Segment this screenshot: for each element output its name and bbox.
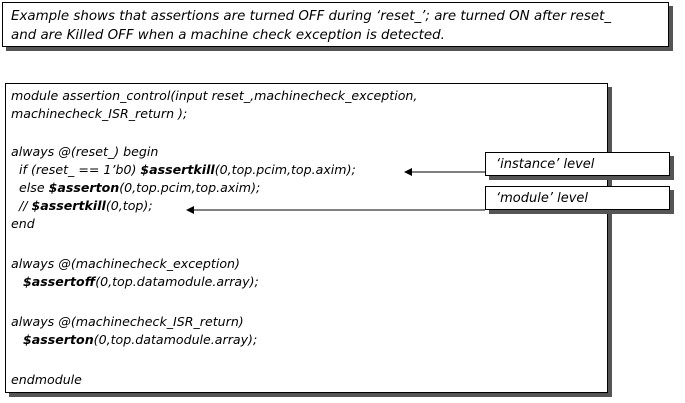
code-text [11, 274, 23, 289]
code-line: always @(reset_) begin [11, 144, 158, 160]
code-text: (0,top.datamodule.array); [93, 332, 258, 347]
code-system-task: $asserton [48, 180, 120, 195]
caption-box: Example shows that assertions are turned… [2, 2, 669, 47]
code-line: always @(machinecheck_exception) [11, 256, 240, 272]
code-system-task: $assertkill [140, 162, 215, 177]
code-text: always @(machinecheck_ISR_return) [11, 314, 244, 329]
instance-level-label: ‘instance’ level [485, 152, 670, 176]
code-line: if (reset_ == 1’b0) $assertkill(0,top.pc… [11, 162, 356, 178]
code-line: $asserton(0,top.datamodule.array); [11, 332, 257, 348]
code-line: else $asserton(0,top.pcim,top.axim); [11, 180, 260, 196]
code-text: // [11, 198, 32, 213]
code-line: always @(machinecheck_ISR_return) [11, 314, 244, 330]
code-text: if (reset_ == 1’b0) [11, 162, 141, 177]
code-text: endmodule [11, 372, 82, 387]
code-line: machinecheck_ISR_return ); [11, 106, 187, 122]
code-text: end [11, 216, 35, 231]
code-text: else [11, 180, 49, 195]
code-box: module assertion_control(input reset_,ma… [5, 83, 608, 393]
code-line: // $assertkill(0,top); [11, 198, 153, 214]
code-text: always @(machinecheck_exception) [11, 256, 240, 271]
code-text: (0,top.pcim,top.axim); [214, 162, 356, 177]
code-text: module assertion_control(input reset_,ma… [11, 88, 418, 103]
code-system-task: $assertkill [31, 198, 106, 213]
code-line: $assertoff(0,top.datamodule.array); [11, 274, 259, 290]
code-system-task: $asserton [23, 332, 94, 347]
code-text: (0,top.pcim,top.axim); [119, 180, 261, 195]
code-system-task: $assertoff [23, 274, 96, 289]
code-text [11, 332, 23, 347]
caption-line-1: Example shows that assertions are turned… [11, 9, 612, 24]
code-line: module assertion_control(input reset_,ma… [11, 88, 417, 104]
caption-line-2: and are Killed OFF when a machine check … [11, 28, 445, 43]
code-text: (0,top); [105, 198, 153, 213]
code-text: always @(reset_) begin [11, 144, 159, 159]
code-line: endmodule [11, 372, 82, 388]
module-level-label: ‘module’ level [485, 186, 670, 210]
code-text: machinecheck_ISR_return ); [11, 106, 188, 121]
code-text: (0,top.datamodule.array); [95, 274, 259, 289]
code-line: end [11, 216, 35, 232]
